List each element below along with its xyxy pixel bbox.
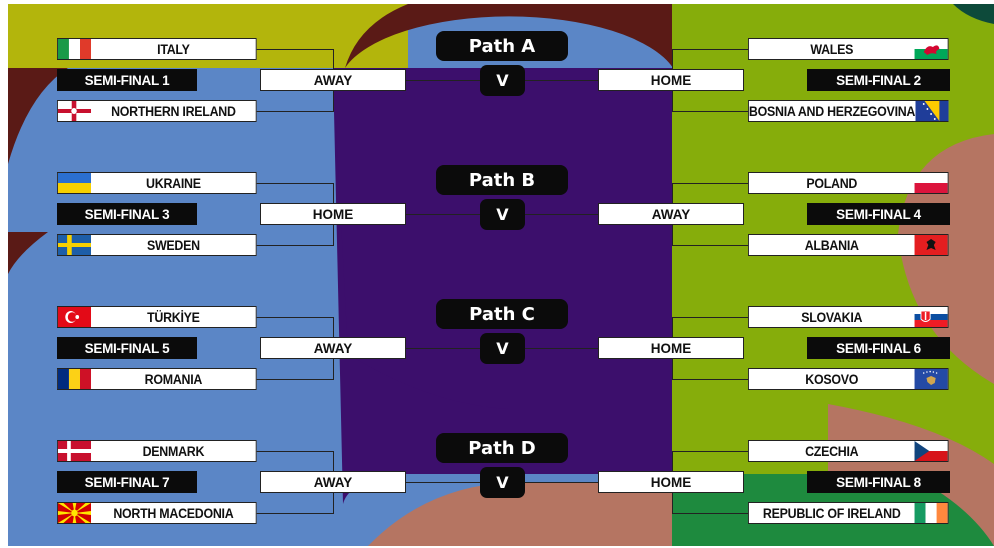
flag-romania-icon <box>57 369 92 389</box>
path-title: Path D <box>436 433 568 463</box>
team-box-wales[interactable]: WALES <box>748 38 949 60</box>
semi-final-label: SEMI-FINAL 5 <box>57 337 197 359</box>
team-box-slovakia[interactable]: SLOVAKIA <box>748 306 949 328</box>
team-name: WALES <box>810 41 854 57</box>
team-name: NORTH MACEDONIA <box>113 505 234 521</box>
team-box-denmark[interactable]: DENMARK <box>57 440 257 462</box>
team-name: CZECHIA <box>805 443 859 459</box>
connector-line <box>672 245 748 246</box>
connector-line <box>256 183 333 184</box>
venue-label: HOME <box>598 69 744 91</box>
team-name: SLOVAKIA <box>801 309 863 325</box>
team-box-poland[interactable]: POLAND <box>748 172 949 194</box>
connector-line <box>672 183 748 184</box>
flag-bosnia-icon <box>915 101 949 121</box>
venue-label: AWAY <box>260 69 406 91</box>
connector-line <box>672 379 748 380</box>
connector-line <box>256 245 333 246</box>
connector-line <box>672 111 748 112</box>
team-box-northern-ireland[interactable]: NORTHERN IRELAND <box>57 100 257 122</box>
connector-line <box>672 49 748 50</box>
connector-line <box>406 80 480 81</box>
team-name: ITALY <box>157 41 190 57</box>
connector-line <box>406 348 480 349</box>
versus-badge: V <box>480 199 525 230</box>
flag-czechia-icon <box>914 441 948 461</box>
path-title: Path C <box>436 299 568 329</box>
semi-final-label: SEMI-FINAL 6 <box>807 337 950 359</box>
versus-badge: V <box>480 467 525 498</box>
flag-ukraine-icon <box>57 173 92 193</box>
venue-label: AWAY <box>260 337 406 359</box>
venue-label: HOME <box>260 203 406 225</box>
flag-sweden-icon <box>57 235 92 255</box>
team-box-kosovo[interactable]: KOSOVO <box>748 368 949 390</box>
connector-line <box>256 513 333 514</box>
flag-turkiye-icon <box>57 307 92 327</box>
connector-line <box>256 49 333 50</box>
flag-kosovo-icon <box>914 369 948 389</box>
team-name: TÜRKİYE <box>147 309 200 325</box>
team-box-north-macedonia[interactable]: NORTH MACEDONIA <box>57 502 257 524</box>
team-box-ukraine[interactable]: UKRAINE <box>57 172 257 194</box>
connector-line <box>256 317 333 318</box>
versus-badge: V <box>480 333 525 364</box>
semi-final-label: SEMI-FINAL 4 <box>807 203 950 225</box>
flag-ireland-icon <box>914 503 948 523</box>
connector-line <box>672 451 748 452</box>
team-name: DENMARK <box>142 443 205 459</box>
connector-line <box>256 111 333 112</box>
connector-line <box>524 80 598 81</box>
venue-label: HOME <box>598 471 744 493</box>
team-name: NORTHERN IRELAND <box>111 103 236 119</box>
semi-final-label: SEMI-FINAL 3 <box>57 203 197 225</box>
team-box-sweden[interactable]: SWEDEN <box>57 234 257 256</box>
venue-label: AWAY <box>260 471 406 493</box>
semi-final-label: SEMI-FINAL 1 <box>57 69 197 91</box>
team-box-czechia[interactable]: CZECHIA <box>748 440 949 462</box>
flag-wales-icon <box>914 39 948 59</box>
path-title: Path B <box>436 165 568 195</box>
team-box-bosnia[interactable]: BOSNIA AND HERZEGOVINA <box>748 100 949 122</box>
connector-line <box>672 317 748 318</box>
connector-line <box>672 513 748 514</box>
team-name: SWEDEN <box>146 237 200 253</box>
team-name: REPUBLIC OF IRELAND <box>762 505 901 521</box>
team-box-romania[interactable]: ROMANIA <box>57 368 257 390</box>
team-name: BOSNIA AND HERZEGOVINA <box>748 103 916 119</box>
connector-line <box>524 348 598 349</box>
connector-line <box>524 214 598 215</box>
versus-badge: V <box>480 65 525 96</box>
semi-final-label: SEMI-FINAL 8 <box>807 471 950 493</box>
connector-line <box>256 379 333 380</box>
flag-italy-icon <box>57 39 92 59</box>
flag-north-macedonia-icon <box>57 503 92 523</box>
team-box-turkiye[interactable]: TÜRKİYE <box>57 306 257 328</box>
team-box-ireland[interactable]: REPUBLIC OF IRELAND <box>748 502 949 524</box>
team-name: ROMANIA <box>144 371 203 387</box>
connector-line <box>406 482 480 483</box>
team-box-albania[interactable]: ALBANIA <box>748 234 949 256</box>
flag-poland-icon <box>914 173 948 193</box>
connector-line <box>256 451 333 452</box>
venue-label: AWAY <box>598 203 744 225</box>
semi-final-label: SEMI-FINAL 7 <box>57 471 197 493</box>
team-box-italy[interactable]: ITALY <box>57 38 257 60</box>
flag-denmark-icon <box>57 441 92 461</box>
team-name: UKRAINE <box>146 175 201 191</box>
flag-northern-ireland-icon <box>57 101 92 121</box>
flag-slovakia-icon <box>914 307 948 327</box>
team-name: KOSOVO <box>805 371 859 387</box>
flag-albania-icon <box>914 235 948 255</box>
connector-line <box>524 482 598 483</box>
team-name: POLAND <box>806 175 858 191</box>
team-name: ALBANIA <box>804 237 859 253</box>
connector-line <box>406 214 480 215</box>
path-title: Path A <box>436 31 568 61</box>
venue-label: HOME <box>598 337 744 359</box>
semi-final-label: SEMI-FINAL 2 <box>807 69 950 91</box>
